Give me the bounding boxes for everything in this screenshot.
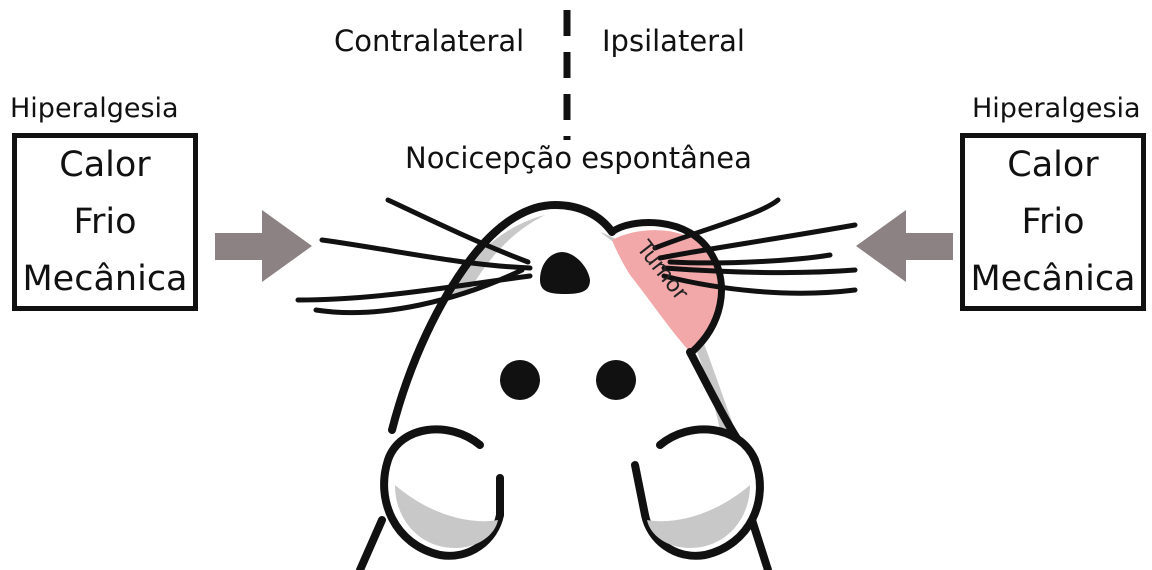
rat-neck-left — [360, 520, 382, 570]
left-panel-title: Hiperalgesia — [10, 95, 179, 122]
rat-neck-right — [752, 520, 768, 570]
right-modality-box: Calor Frio Mecânica — [960, 133, 1146, 311]
rat-ear-left — [384, 429, 500, 555]
right-modality-mechanical: Mecânica — [970, 251, 1135, 308]
right-modality-heat: Calor — [1007, 137, 1098, 194]
contralateral-label: Contralateral — [334, 27, 524, 56]
left-modality-box: Calor Frio Mecânica — [12, 133, 198, 311]
right-modality-cold: Frio — [1021, 194, 1084, 251]
rat-eye-left — [500, 360, 540, 400]
rat-eye-right — [596, 360, 636, 400]
right-arrow — [856, 210, 953, 282]
left-modality-heat: Calor — [59, 137, 150, 194]
ipsilateral-label: Ipsilateral — [602, 27, 745, 56]
spontaneous-nociception-label: Nocicepção espontânea — [405, 144, 752, 173]
left-modality-cold: Frio — [73, 194, 136, 251]
left-modality-mechanical: Mecânica — [22, 251, 187, 308]
rat-ear-right — [635, 429, 760, 555]
right-panel-title: Hiperalgesia — [972, 95, 1141, 122]
left-arrow — [215, 210, 312, 282]
